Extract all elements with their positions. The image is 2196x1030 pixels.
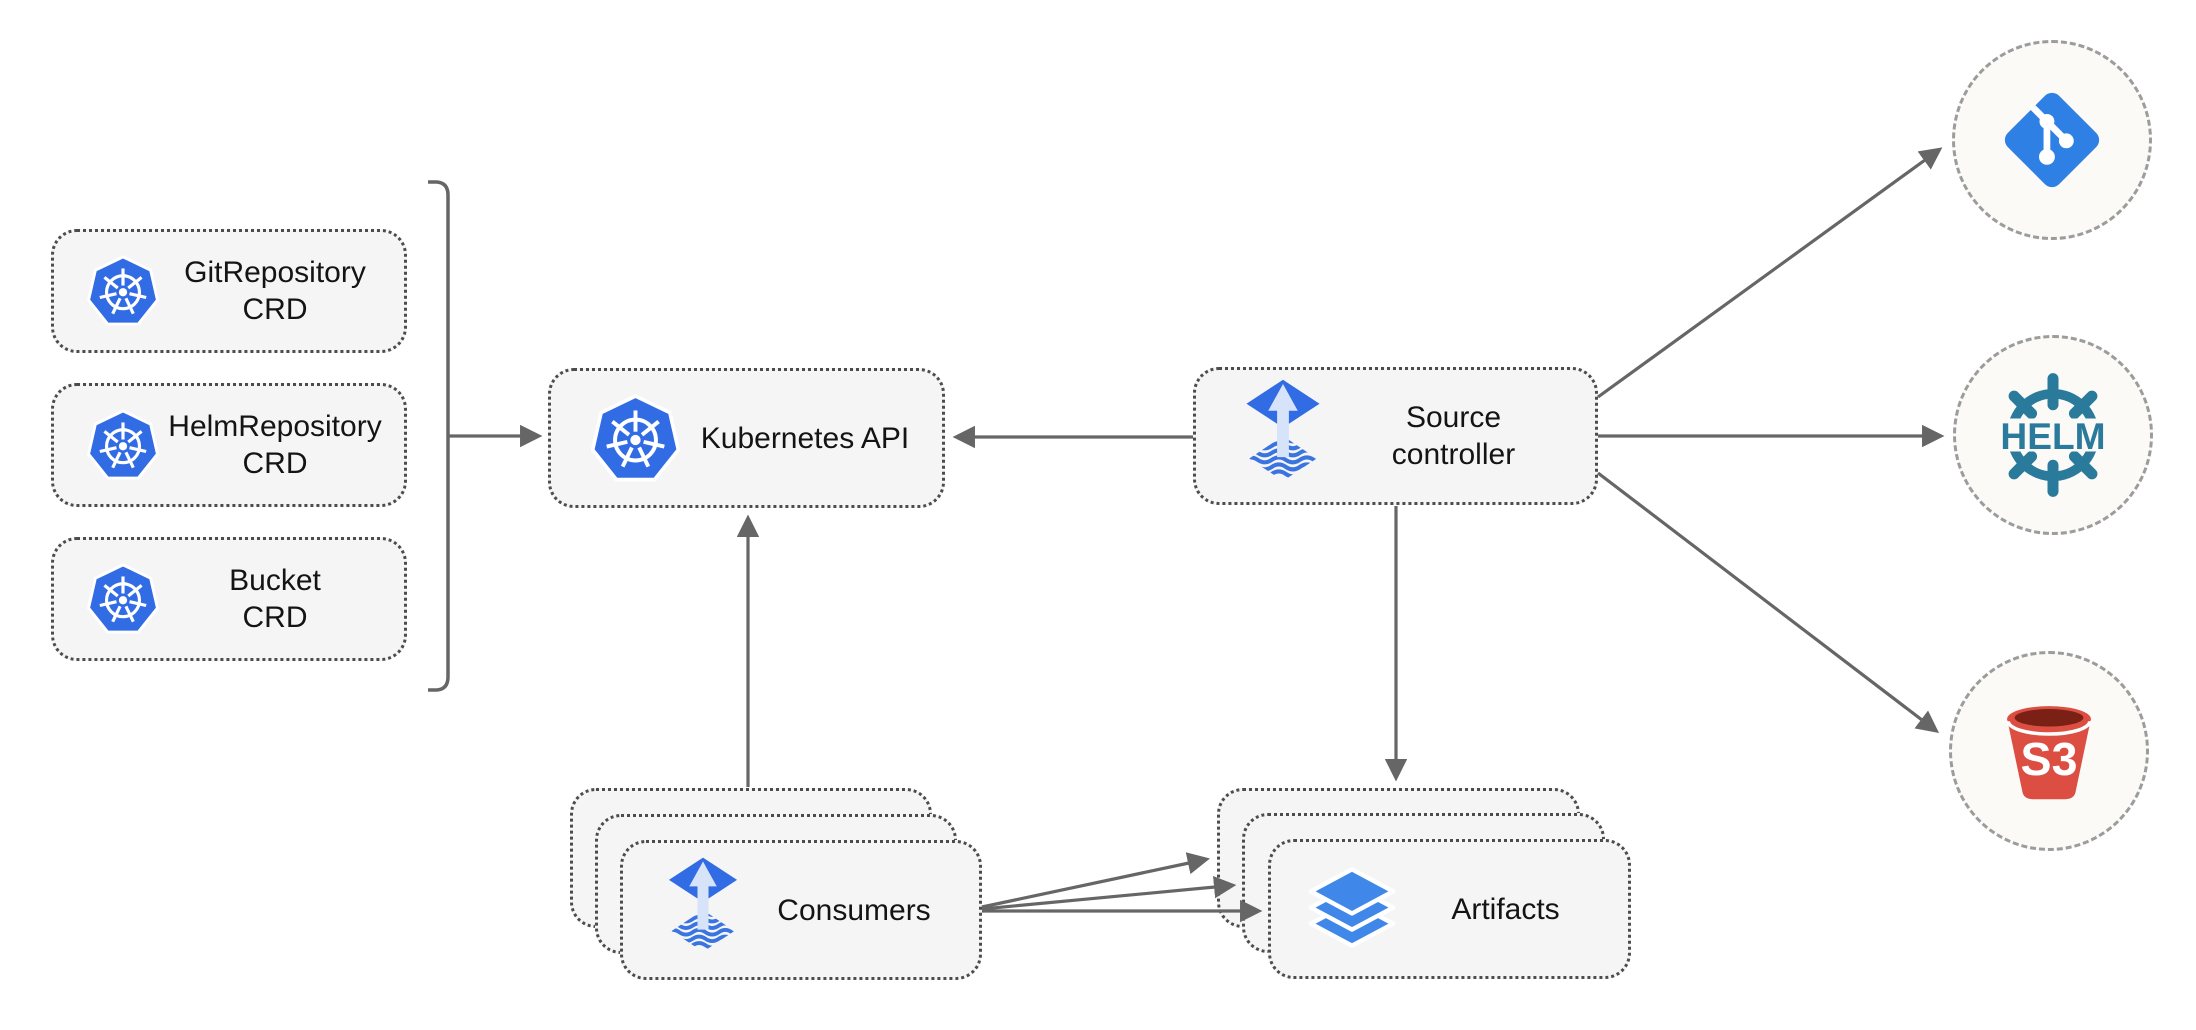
label-line: CRD <box>242 601 308 634</box>
layers-icon <box>1305 862 1399 956</box>
helmrepository-crd-label: HelmRepository CRD <box>162 408 404 482</box>
label-line: CRD <box>242 293 308 326</box>
label-line: Source <box>1405 401 1502 434</box>
git-repository-circle <box>1952 40 2152 240</box>
label-line: GitRepository <box>184 256 366 289</box>
label-line: CRD <box>242 447 308 480</box>
gitrepository-crd-node: GitRepository CRD <box>51 229 407 353</box>
kubernetes-api-node: Kubernetes API <box>548 368 945 508</box>
bucket-crd-label: Bucket CRD <box>162 562 404 636</box>
helm-text-band <box>1987 418 2119 452</box>
bucket-crd-node: Bucket CRD <box>51 537 407 661</box>
s3-bucket-circle: S3 <box>1949 651 2149 851</box>
source-controller-node: Source controller <box>1193 367 1598 505</box>
label-line: controller <box>1391 438 1516 471</box>
helmrepository-crd-node: HelmRepository CRD <box>51 383 407 507</box>
artifacts-node: Artifacts <box>1268 839 1631 979</box>
kubernetes-icon <box>587 390 684 487</box>
label-line: HelmRepository <box>168 410 382 443</box>
helm-repository-circle: HELM <box>1953 335 2153 535</box>
arrow-source-controller-to-git <box>1597 147 1943 399</box>
arrow-consumers-to-artifacts-1 <box>981 852 1210 909</box>
git-icon <box>2004 92 2100 188</box>
label-line: Bucket <box>229 564 321 597</box>
arrow-source-controller-to-s3 <box>1597 471 1940 733</box>
s3-bucket-icon: S3 <box>2006 705 2092 799</box>
consumers-label: Consumers <box>777 893 931 927</box>
gitrepository-crd-label: GitRepository CRD <box>162 254 404 328</box>
helm-icon: HELM <box>1987 373 2119 497</box>
kubernetes-icon <box>84 252 162 330</box>
kubernetes-icon <box>84 406 162 484</box>
artifacts-label: Artifacts <box>1451 892 1560 926</box>
crd-group-bracket <box>428 180 450 692</box>
flux-icon <box>661 855 745 965</box>
s3-wordmark: S3 <box>2021 732 2078 784</box>
kubernetes-api-label: Kubernetes API <box>700 421 910 455</box>
helm-wordmark: HELM <box>2000 415 2105 457</box>
arrow-consumers-to-artifacts-2 <box>981 875 1237 911</box>
kubernetes-icon <box>84 560 162 638</box>
consumers-node: Consumers <box>620 840 982 980</box>
flux-icon <box>1238 377 1328 495</box>
source-controller-label: Source controller <box>1328 399 1595 473</box>
